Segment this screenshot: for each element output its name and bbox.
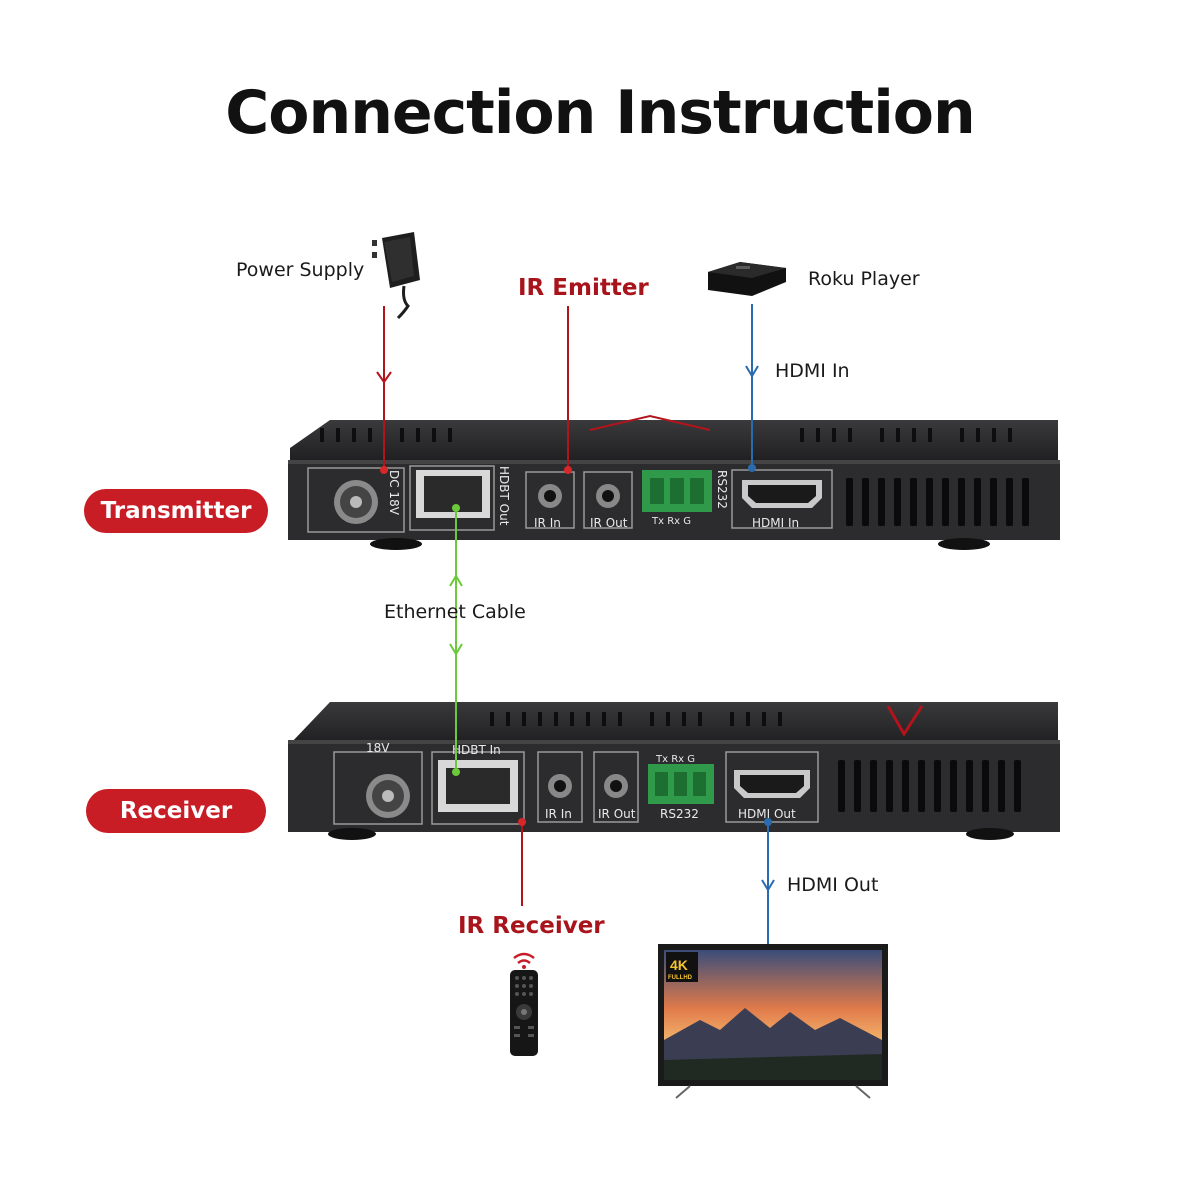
hdmi-out-line (761, 818, 775, 944)
rx-ir-in-label: IR In (545, 807, 572, 821)
tx-hdbt-label: HDBT Out (497, 466, 511, 526)
hdmi-in-label: HDMI In (775, 360, 850, 382)
power-supply-label: Power Supply (236, 259, 365, 281)
tx-dc-label: DC 18V (387, 470, 401, 516)
rx-ir-out-label: IR Out (598, 807, 636, 821)
ir-emitter-line (564, 306, 572, 474)
hdmi-out-label: HDMI Out (787, 874, 879, 896)
tv-icon: 4K FULLHD (658, 944, 888, 1099)
remote-control-icon (510, 952, 538, 1056)
ir-receiver-line (518, 818, 526, 906)
receiver-device: 18V HDBT In IR In IR Out Tx Rx G RS232 H… (288, 702, 1060, 840)
tv-4k-text: 4K (670, 957, 688, 973)
roku-player-icon (708, 262, 786, 296)
receiver-badge: Receiver (86, 789, 266, 833)
hdmi-in-line (745, 304, 759, 472)
ir-emitter-label: IR Emitter (518, 275, 649, 301)
transmitter-badge: Transmitter (84, 489, 268, 533)
rx-dc-label: 18V (366, 741, 390, 755)
power-adapter-icon (372, 232, 420, 320)
rx-hdmi-label: HDMI Out (738, 807, 796, 821)
tx-hdmi-label: HDMI In (752, 516, 799, 530)
ethernet-cable-label: Ethernet Cable (384, 601, 526, 623)
rx-rs232-label: RS232 (660, 807, 699, 821)
ir-receiver-label: IR Receiver (458, 913, 605, 939)
rx-rs232-pins: Tx Rx G (655, 754, 695, 765)
rx-hdbt-label: HDBT In (452, 743, 501, 757)
page-title: Connection Instruction (225, 78, 976, 148)
tx-ir-in-label: IR In (534, 516, 561, 530)
roku-player-label: Roku Player (808, 268, 920, 290)
tx-ir-out-label: IR Out (590, 516, 628, 530)
transmitter-device: DC 18V HDBT Out IR In IR Out RS232 Tx Rx… (288, 414, 1060, 550)
tx-rs232-label: RS232 (715, 470, 729, 509)
ethernet-line (449, 504, 463, 776)
tv-fullhd-text: FULLHD (668, 975, 693, 981)
tx-rs232-pins: Tx Rx G (651, 516, 691, 527)
power-line (376, 306, 392, 474)
